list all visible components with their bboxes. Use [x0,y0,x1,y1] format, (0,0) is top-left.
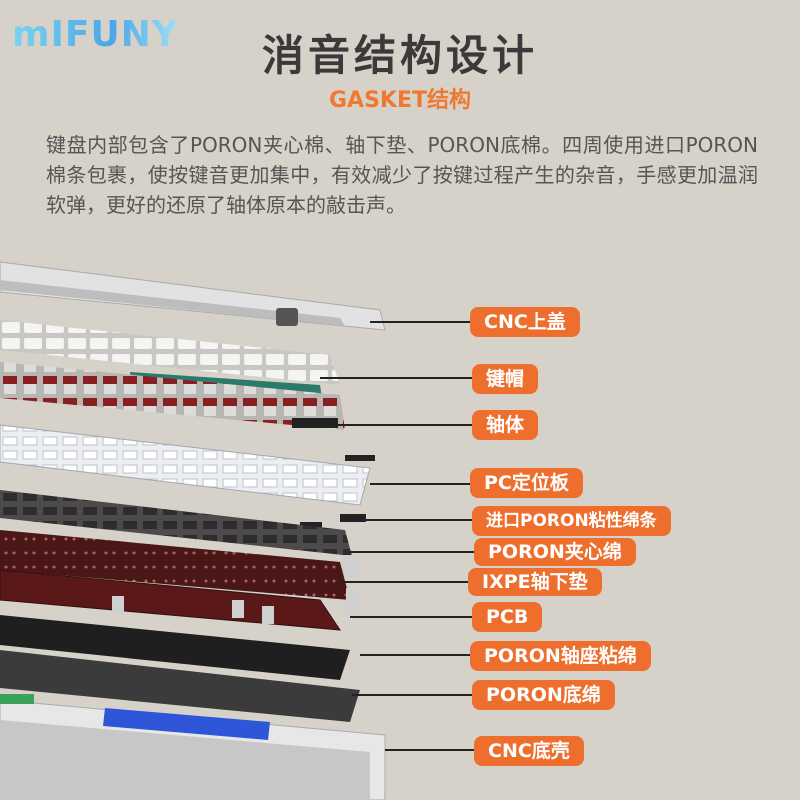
battery-icon [103,708,270,740]
brand-logo: mIFUNY [12,14,179,55]
layer-keycaps [0,320,340,385]
label-keycaps: 键帽 [472,364,539,394]
layer-ixpe-pad [0,530,350,600]
layer-switch-socket-foam [0,615,350,680]
label-pcb: PCB [472,602,543,632]
page-title: 消音结构设计 [261,31,538,80]
layer-poron-foam [0,490,352,556]
label-pc-plate: PC定位板 [470,468,583,498]
layer-pc-plate [0,424,371,506]
label-cnc-top-case: CNC上盖 [470,307,580,337]
layer-switches [0,362,345,430]
label-switches: 轴体 [472,410,539,440]
layer-poron-strip [340,514,366,522]
label-bottom-foam: PORON底绵 [472,680,615,710]
label-poron-strip: 进口PORON粘性绵条 [472,506,671,536]
label-cnc-bottom-case: CNC底壳 [474,736,584,766]
layer-pcb [0,569,341,631]
label-switch-socket-foam: PORON轴座粘绵 [470,641,651,671]
label-poron-foam: PORON夹心绵 [474,538,636,566]
layer-bottom-foam [0,650,360,722]
usb-receiver-icon [276,308,298,326]
description-text: 键盘内部包含了PORON夹心棉、轴下垫、PORON底棉。四周使用进口PORON棉… [46,133,758,217]
label-ixpe-pad: IXPE轴下垫 [468,568,602,596]
page-subtitle: GASKET结构 [328,88,471,113]
